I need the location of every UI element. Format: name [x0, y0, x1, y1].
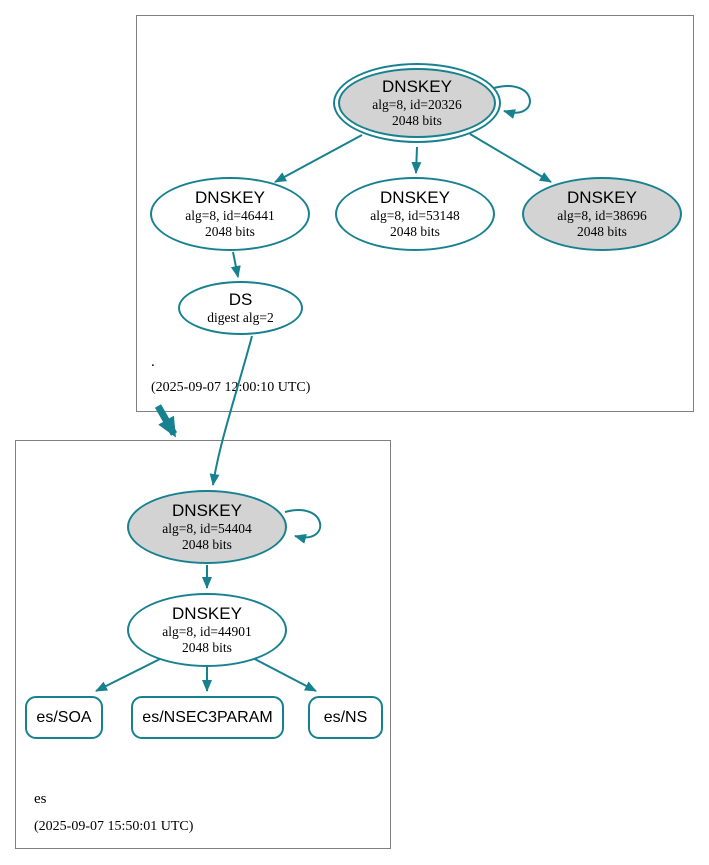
rrset-label: es/NSEC3PARAM [142, 708, 273, 726]
node-rrset-es-ns[interactable]: es/NS [308, 696, 383, 739]
node-bits: 2048 bits [182, 640, 232, 655]
node-bits: 2048 bits [182, 537, 232, 552]
zone-timestamp-root: (2025-09-07 12:00:10 UTC) [151, 380, 311, 395]
rrset-label: es/SOA [36, 708, 92, 726]
node-detail: alg=8, id=20326 [372, 97, 462, 112]
node-detail: digest alg=2 [207, 310, 274, 325]
node-bits: 2048 bits [577, 224, 627, 239]
node-detail: alg=8, id=44901 [162, 624, 252, 639]
node-title: DNSKEY [195, 188, 265, 207]
node-bits: 2048 bits [390, 224, 440, 239]
node-root-zsk-46441[interactable]: DNSKEY alg=8, id=46441 2048 bits [150, 177, 310, 251]
node-title: DNSKEY [172, 501, 242, 520]
node-root-ksk-38696[interactable]: DNSKEY alg=8, id=38696 2048 bits [522, 177, 682, 251]
node-title: DNSKEY [567, 188, 637, 207]
zone-name-es: es [34, 791, 47, 807]
node-bits: 2048 bits [392, 113, 442, 128]
node-detail: alg=8, id=54404 [162, 521, 252, 536]
node-title: DNSKEY [382, 77, 452, 96]
node-title: DNSKEY [380, 188, 450, 207]
node-detail: alg=8, id=38696 [557, 208, 647, 223]
node-root-ksk-20326[interactable]: DNSKEY alg=8, id=20326 2048 bits [333, 63, 501, 143]
zone-timestamp-es: (2025-09-07 15:50:01 UTC) [34, 819, 194, 834]
node-root-ksk-20326-inner: DNSKEY alg=8, id=20326 2048 bits [338, 68, 496, 138]
node-es-ksk-54404[interactable]: DNSKEY alg=8, id=54404 2048 bits [127, 490, 287, 564]
node-title: DNSKEY [172, 604, 242, 623]
node-es-zsk-44901[interactable]: DNSKEY alg=8, id=44901 2048 bits [127, 593, 287, 667]
rrset-label: es/NS [323, 708, 368, 726]
node-title: DS [228, 290, 253, 309]
node-detail: alg=8, id=46441 [185, 208, 275, 223]
node-root-zsk-53148[interactable]: DNSKEY alg=8, id=53148 2048 bits [335, 177, 495, 251]
node-root-ds[interactable]: DS digest alg=2 [178, 281, 303, 335]
node-rrset-es-nsec3param[interactable]: es/NSEC3PARAM [131, 696, 284, 739]
node-rrset-es-soa[interactable]: es/SOA [25, 696, 103, 739]
zone-name-root: . [151, 354, 155, 370]
node-bits: 2048 bits [205, 224, 255, 239]
node-detail: alg=8, id=53148 [370, 208, 460, 223]
